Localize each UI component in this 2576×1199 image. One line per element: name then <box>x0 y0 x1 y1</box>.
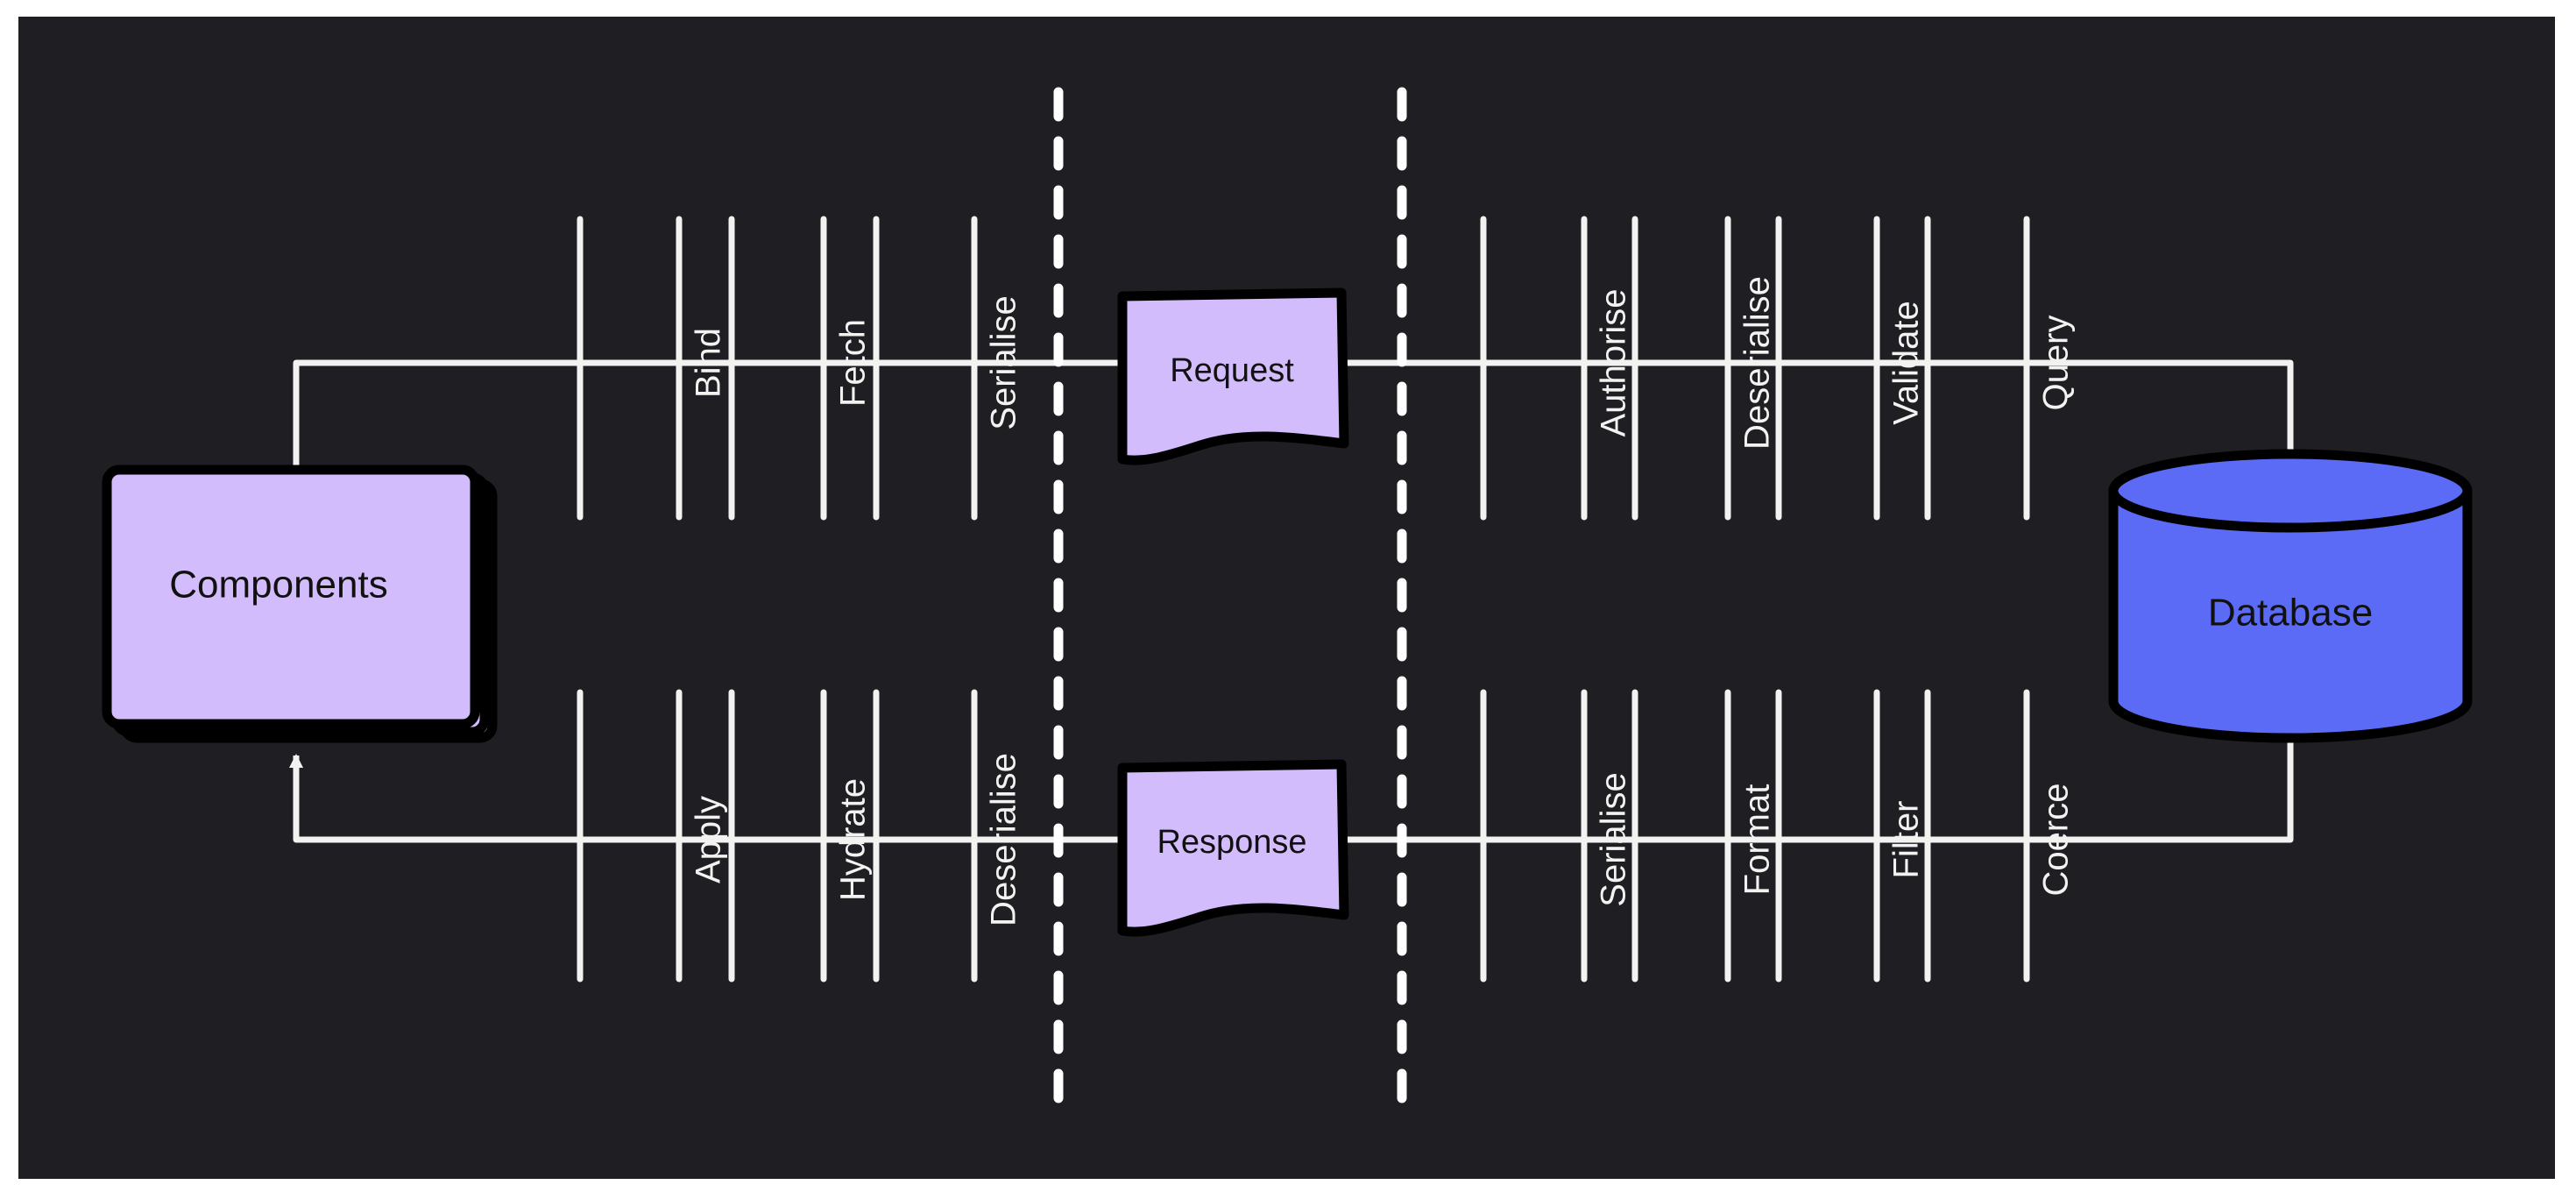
components-label: Components <box>169 564 387 607</box>
database-label: Database <box>2208 592 2373 635</box>
rail-components-to-request <box>293 359 1130 494</box>
gate-label-serialise: Serialise <box>985 295 1023 429</box>
database-body <box>2108 486 2473 743</box>
node-database[interactable]: Database <box>2108 449 2473 743</box>
request-label: Request <box>1170 352 1294 389</box>
gate-group-response-client: Apply Hydrate Deserialise <box>577 689 1023 983</box>
node-components[interactable]: Components <box>102 465 498 743</box>
gate-label-deserialise: Deserialise <box>1738 276 1777 450</box>
gate-label-serialise: Serialise <box>1595 772 1633 906</box>
gate-label-deserialise: Deserialise <box>985 753 1023 926</box>
components-card-front <box>102 465 480 729</box>
gate-label-bind: Bind <box>690 328 728 398</box>
request-document-shape <box>1117 287 1349 465</box>
gate-label-filter: Filter <box>1887 801 1926 879</box>
gate-label-apply: Apply <box>690 796 728 883</box>
response-label: Response <box>1157 824 1306 861</box>
gate-group-request-client: Bind Fetch Serialise <box>577 216 1023 521</box>
gate-label-hydrate: Hydrate <box>834 778 873 901</box>
node-request[interactable]: Request <box>1117 287 1349 465</box>
gate-group-request-server: Authorise Deserialise Validate Query <box>1480 216 2076 521</box>
gate-label-query: Query <box>2037 316 2076 411</box>
gate-label-fetch: Fetch <box>834 319 873 407</box>
gate-group-response-server: Serialise Format Filter Coerce <box>1480 689 2076 983</box>
gate-label-authorise: Authorise <box>1595 289 1633 437</box>
gate-label-format: Format <box>1738 784 1777 896</box>
gate-label-coerce: Coerce <box>2037 784 2076 897</box>
gate-label-validate: Validate <box>1887 301 1926 425</box>
node-response[interactable]: Response <box>1117 759 1349 937</box>
rail-response-to-components <box>293 781 1130 843</box>
response-document-shape <box>1117 759 1349 937</box>
database-top-ellipse <box>2108 449 2473 533</box>
